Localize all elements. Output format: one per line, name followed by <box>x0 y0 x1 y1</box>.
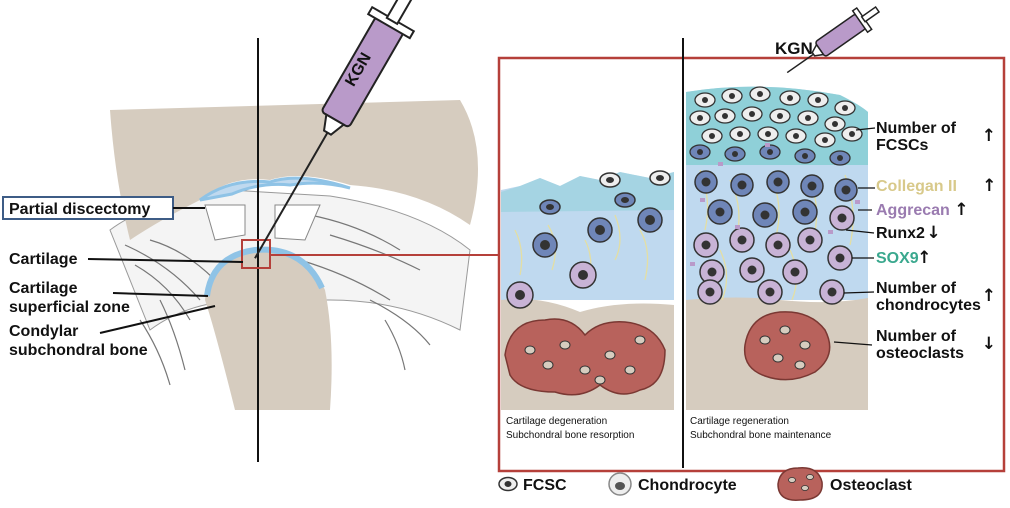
marker-pointers <box>833 127 876 346</box>
legend-fcsc-label: FCSC <box>523 477 567 494</box>
arrow-up-icon: ↑ <box>917 248 931 268</box>
legend-chondrocyte: Chondrocyte <box>608 472 737 496</box>
left-labels: Partial discectomy Cartilage Cartilage s… <box>2 196 244 359</box>
subchondral-bone-label-1: Condylar <box>9 323 78 340</box>
degeneration-chondrocytes <box>506 207 663 309</box>
disc-fragment-right <box>274 204 321 241</box>
marker-label: Number of <box>876 280 957 297</box>
regeneration-osteoclast <box>743 311 831 381</box>
legend-osteoclast-label: Osteoclast <box>830 477 912 494</box>
arrow-down-icon: ↓ <box>927 223 941 243</box>
condyle-cartilage <box>204 246 325 297</box>
regeneration-half: Cartilage regeneration Subchondral bone … <box>686 86 868 441</box>
marker-item: Runx2↓ <box>876 223 941 243</box>
marker-label: Number of <box>876 120 957 137</box>
superficial-zone-label-1: Cartilage <box>9 280 78 297</box>
marker-label: osteoclasts <box>876 345 964 362</box>
arrow-up-icon: ↑ <box>982 176 996 196</box>
marker-item: Aggrecan↑ <box>876 200 969 220</box>
cartilage-label: Cartilage <box>9 251 78 268</box>
arrow-up-icon: ↑ <box>954 200 968 220</box>
marker-label: Aggrecan <box>876 202 950 219</box>
degeneration-caption-1: Cartilage degeneration <box>506 416 607 427</box>
aggrecan-specks <box>690 143 860 266</box>
legend-chondrocyte-label: Chondrocyte <box>638 477 737 494</box>
regeneration-caption-1: Cartilage regeneration <box>690 416 789 427</box>
legend: FCSC Chondrocyte Osteoclast <box>498 467 912 501</box>
legend-osteoclast: Osteoclast <box>777 467 912 501</box>
marker-item: Collegan II ↑ <box>876 176 997 196</box>
temporal-bone <box>110 100 478 240</box>
syringe-right-label: KGN <box>775 39 813 58</box>
degeneration-caption-2: Subchondral bone resorption <box>506 430 634 441</box>
marker-item: SOX9↑ <box>876 248 931 268</box>
partial-discectomy-label: Partial discectomy <box>9 201 151 218</box>
condyle-bone <box>205 247 332 410</box>
arrow-down-icon: ↓ <box>982 334 996 354</box>
marker-label: Runx2 <box>876 225 925 242</box>
degeneration-osteoclasts <box>504 318 666 396</box>
regeneration-caption-2: Subchondral bone maintenance <box>690 430 832 441</box>
arrow-up-icon: ↑ <box>982 286 996 306</box>
subchondral-bone-label-2: subchondral bone <box>9 342 148 359</box>
degeneration-fcscs <box>539 170 671 215</box>
marker-label: Collegan II <box>876 178 957 195</box>
arrow-up-icon: ↑ <box>982 126 996 146</box>
magnified-panel: Cartilage degeneration Subchondral bone … <box>497 38 1006 473</box>
legend-fcsc: FCSC <box>498 476 567 494</box>
marker-label: chondrocytes <box>876 297 981 314</box>
disc-fragment-left <box>204 204 246 241</box>
fossa-cartilage <box>199 176 351 202</box>
chondrocyte-nuclei <box>701 177 851 297</box>
marker-label: SOX9 <box>876 250 919 267</box>
superficial-zone-label-2: superficial zone <box>9 299 130 316</box>
marker-label: Number of <box>876 328 957 345</box>
syringe-right <box>786 5 881 74</box>
fcsc-nuclei <box>697 91 855 161</box>
syringe-left: KGN <box>254 0 417 259</box>
marker-label: FCSCs <box>876 137 929 154</box>
tmj-schematic <box>109 38 500 462</box>
degeneration-half: Cartilage degeneration Subchondral bone … <box>501 170 674 441</box>
osteoclast-icon <box>777 467 823 501</box>
